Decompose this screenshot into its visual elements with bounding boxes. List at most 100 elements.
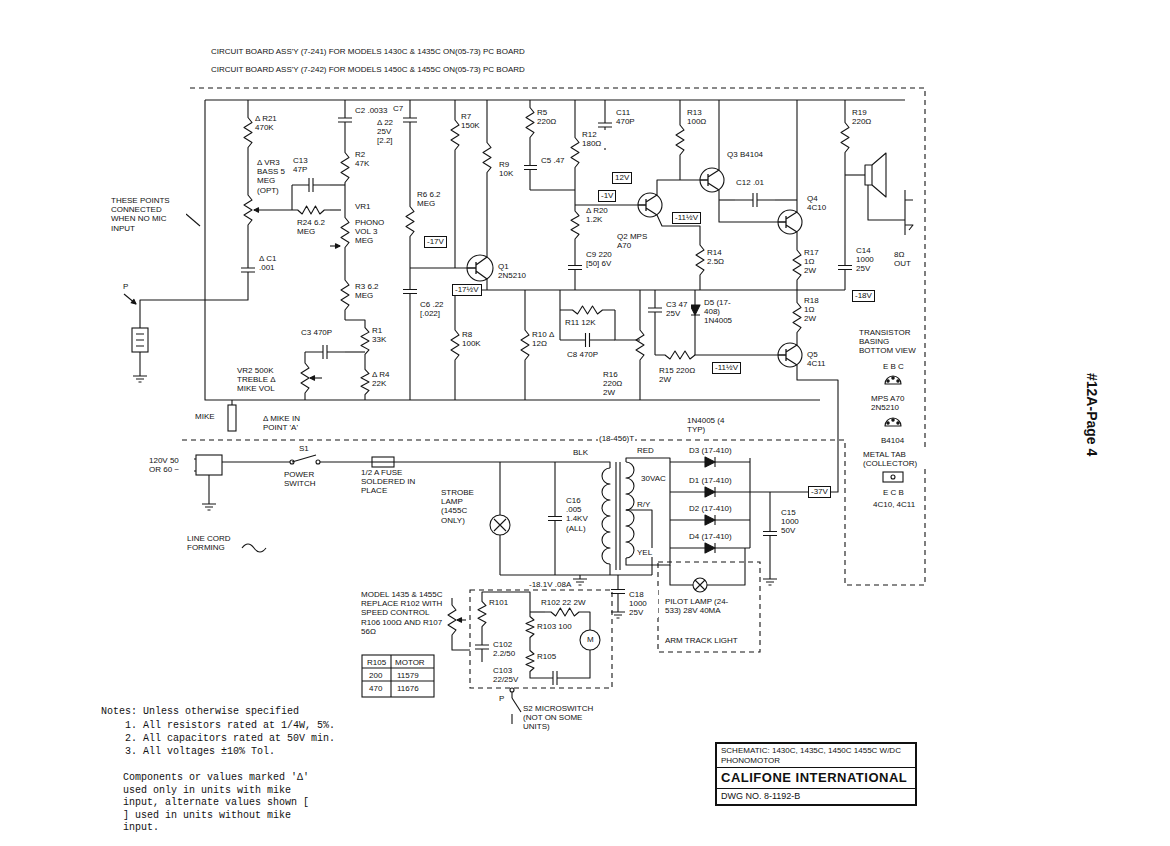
voltage-box: 12V	[612, 172, 632, 184]
component-label: CIRCUIT BOARD ASS'Y (7-242) FOR MODELS 1…	[210, 65, 526, 74]
component-label: VR1	[354, 202, 372, 211]
fuse-symbol	[372, 457, 394, 467]
voltage-box: -17V	[424, 236, 447, 248]
wire	[222, 461, 290, 462]
wire	[345, 351, 365, 352]
resistor-symbol	[341, 200, 349, 265]
component-label: R2 47K	[354, 150, 382, 168]
transformer-core	[616, 462, 620, 570]
component-label: C102 2.2/50	[492, 640, 524, 658]
wire	[330, 209, 341, 210]
component-label: R105	[536, 652, 557, 661]
component-label: C15 1000 50V	[780, 508, 812, 536]
transistor-symbol	[467, 255, 493, 281]
wire	[559, 290, 560, 340]
basing-pin	[897, 422, 899, 424]
component-label: D2 (17-410)	[688, 504, 733, 513]
wire	[657, 180, 700, 195]
wire	[529, 642, 530, 646]
component-label: 120V 50 OR 60 ~	[148, 456, 194, 474]
capacitor-symbol	[403, 268, 417, 315]
wire	[694, 330, 695, 355]
cartridge-symbol	[132, 328, 148, 352]
line-cord-symbol	[242, 544, 266, 552]
wire	[364, 360, 365, 364]
arrow-head	[457, 618, 462, 622]
voltage-box: -37V	[808, 486, 831, 498]
component-label: ARM TRACK LIGHT	[664, 636, 739, 645]
component-label: YEL	[636, 548, 653, 557]
component-label: C13 47P	[292, 156, 320, 174]
voltage-text: -11½V	[675, 213, 698, 223]
component-label: R10 Δ 12Ω	[531, 330, 559, 348]
basing-icon	[883, 472, 903, 482]
speaker-cone	[872, 153, 886, 197]
component-label: S2 MICROSWITCH (NOT ON SOME UNITS)	[522, 704, 608, 732]
component-label: R9 10K	[498, 160, 524, 178]
component-label: C103 22/25V	[492, 666, 524, 684]
capacitor-symbol	[338, 100, 352, 140]
component-label: C12 .01	[735, 178, 765, 187]
arrow-head	[335, 244, 340, 248]
component-label: Δ VR3 BASS 5 MEG (OPT)	[256, 158, 290, 195]
switch-lever	[292, 455, 316, 462]
strobe-lamp	[490, 515, 510, 535]
capacitor-symbol	[611, 575, 625, 608]
resistor-symbol	[451, 290, 459, 400]
diode-triangle	[705, 457, 715, 467]
diode-triangle	[705, 487, 715, 497]
wire	[205, 290, 248, 300]
voltage-text: -17V	[427, 237, 444, 247]
resistor-symbol	[406, 175, 414, 268]
voltage-text: -37V	[811, 487, 828, 497]
wire	[344, 195, 345, 200]
wire	[750, 365, 838, 492]
voltage-box: -11½V	[672, 212, 701, 224]
component-label: METAL TAB (COLLECTOR)	[862, 450, 926, 468]
note-text: 3. All voltages ±10% Tol.	[124, 746, 276, 759]
value-table	[362, 655, 434, 697]
component-label: C6 .22 [.022]	[419, 300, 451, 318]
voltage-text: -1V	[601, 191, 613, 201]
wire	[231, 400, 232, 405]
plug-symbol	[196, 455, 222, 475]
voltage-box: -1V	[598, 190, 616, 202]
capacitor-symbol	[838, 245, 852, 290]
wire	[615, 310, 640, 340]
component-label: Q1 2N5210	[497, 262, 531, 280]
component-label: C3 47 25V	[665, 300, 691, 318]
voltage-box: -11½V	[712, 362, 741, 374]
lamp-element	[494, 519, 506, 531]
wire	[247, 165, 248, 170]
capacitor-symbol	[763, 492, 777, 575]
component-label: -18.1V .08A	[528, 580, 572, 589]
wire	[707, 548, 745, 585]
component-label: M	[586, 635, 595, 644]
resistor-symbol	[696, 230, 704, 290]
note-text: Notes: Unless otherwise specified	[100, 706, 300, 719]
transistor-symbol	[778, 343, 802, 367]
capacitor-symbol	[475, 632, 489, 662]
motor-board	[470, 590, 612, 688]
voltage-text: -17½V	[455, 285, 479, 295]
diode-symbol	[670, 487, 750, 497]
component-label: C16 .005 1.4KV (ALL)	[565, 496, 597, 533]
wire	[626, 510, 652, 575]
arrow-head	[310, 376, 315, 380]
component-label: R19 220Ω	[851, 108, 883, 126]
component-label: LINE CORD FORMING	[186, 534, 234, 552]
component-label: E B C	[882, 362, 905, 371]
resistor-symbol	[841, 100, 849, 175]
component-label: C11 470P	[615, 108, 643, 126]
wire	[344, 265, 345, 270]
component-label: Δ MIKE IN POINT 'A'	[262, 414, 308, 432]
note-text: 1. All resistors rated at 1/4W, 5%.	[124, 720, 336, 733]
component-label: R14 2.5Ω	[706, 248, 736, 266]
component-label: 11579	[396, 671, 420, 680]
resistor-symbol	[521, 290, 529, 400]
component-label: R15 220Ω 2W	[658, 366, 700, 384]
wiper-arrow	[254, 209, 292, 210]
wire	[585, 612, 590, 630]
component-label: R17 1Ω 2W	[803, 248, 827, 276]
